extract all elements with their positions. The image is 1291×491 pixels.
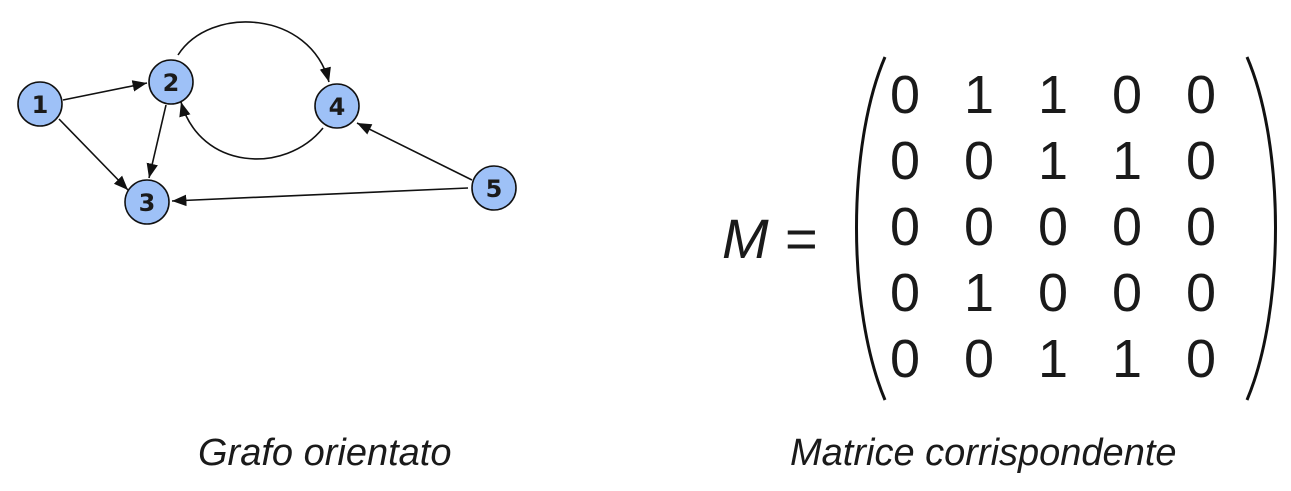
edge-1-3 bbox=[58, 118, 129, 191]
edge-5-3 bbox=[171, 187, 469, 207]
matrix-cell: 0 bbox=[964, 131, 995, 191]
edge-1-2 bbox=[62, 80, 148, 101]
matrix-cell: 1 bbox=[1112, 329, 1143, 389]
node-label: 1 bbox=[32, 91, 49, 119]
matrix-cell: 1 bbox=[964, 263, 995, 323]
edge-5-4 bbox=[356, 122, 473, 181]
adjacency-matrix: 0 1 1 0 0 0 0 1 1 0 0 0 0 0 0 0 1 0 0 0 … bbox=[882, 62, 1252, 392]
matrix-cell: 0 bbox=[964, 329, 995, 389]
node-label: 4 bbox=[329, 93, 346, 121]
directed-graph: 1 2 3 4 5 bbox=[17, 21, 517, 225]
matrix-cell: 0 bbox=[1038, 197, 1069, 257]
matrix-cell: 0 bbox=[1038, 263, 1069, 323]
edge-2-4 bbox=[177, 21, 331, 83]
graph-node-4: 4 bbox=[314, 83, 360, 129]
matrix-cell: 1 bbox=[964, 65, 995, 125]
matrix-cell: 0 bbox=[964, 197, 995, 257]
matrix-parentheses bbox=[855, 56, 1277, 401]
matrix-cell: 0 bbox=[1186, 263, 1217, 323]
matrix-cell: 1 bbox=[1038, 131, 1069, 191]
node-label: 5 bbox=[486, 175, 503, 203]
matrix-cell: 0 bbox=[1186, 65, 1217, 125]
node-label: 2 bbox=[163, 69, 180, 97]
matrix-cell: 1 bbox=[1038, 329, 1069, 389]
matrix-cell: 0 bbox=[890, 329, 921, 389]
graph-node-2: 2 bbox=[148, 59, 194, 105]
matrix-cell: 0 bbox=[1186, 197, 1217, 257]
matrix-cell: 1 bbox=[1038, 65, 1069, 125]
edge-4-2 bbox=[179, 101, 324, 160]
graph-node-5: 5 bbox=[471, 165, 517, 211]
matrix-cell: 0 bbox=[1186, 329, 1217, 389]
matrix-cell: 0 bbox=[1112, 197, 1143, 257]
left-parenthesis bbox=[855, 56, 887, 401]
graph-caption: Grafo orientato bbox=[198, 432, 452, 474]
graph-node-1: 1 bbox=[17, 81, 63, 127]
matrix-caption: Matrice corrispondente bbox=[790, 432, 1177, 474]
matrix-symbol: M bbox=[722, 207, 769, 270]
matrix-cell: 1 bbox=[1112, 131, 1143, 191]
graph-node-3: 3 bbox=[124, 179, 170, 225]
node-label: 3 bbox=[139, 189, 156, 217]
right-parenthesis bbox=[1245, 56, 1277, 401]
equals-sign: = bbox=[785, 207, 818, 270]
matrix-cell: 0 bbox=[1186, 131, 1217, 191]
matrix-cell: 0 bbox=[890, 263, 921, 323]
matrix-cell: 0 bbox=[890, 197, 921, 257]
edge-2-3 bbox=[146, 104, 167, 179]
matrix-cell: 0 bbox=[1112, 263, 1143, 323]
matrix-cell: 0 bbox=[890, 131, 921, 191]
matrix-cell: 0 bbox=[1112, 65, 1143, 125]
matrix-cell: 0 bbox=[890, 65, 921, 125]
